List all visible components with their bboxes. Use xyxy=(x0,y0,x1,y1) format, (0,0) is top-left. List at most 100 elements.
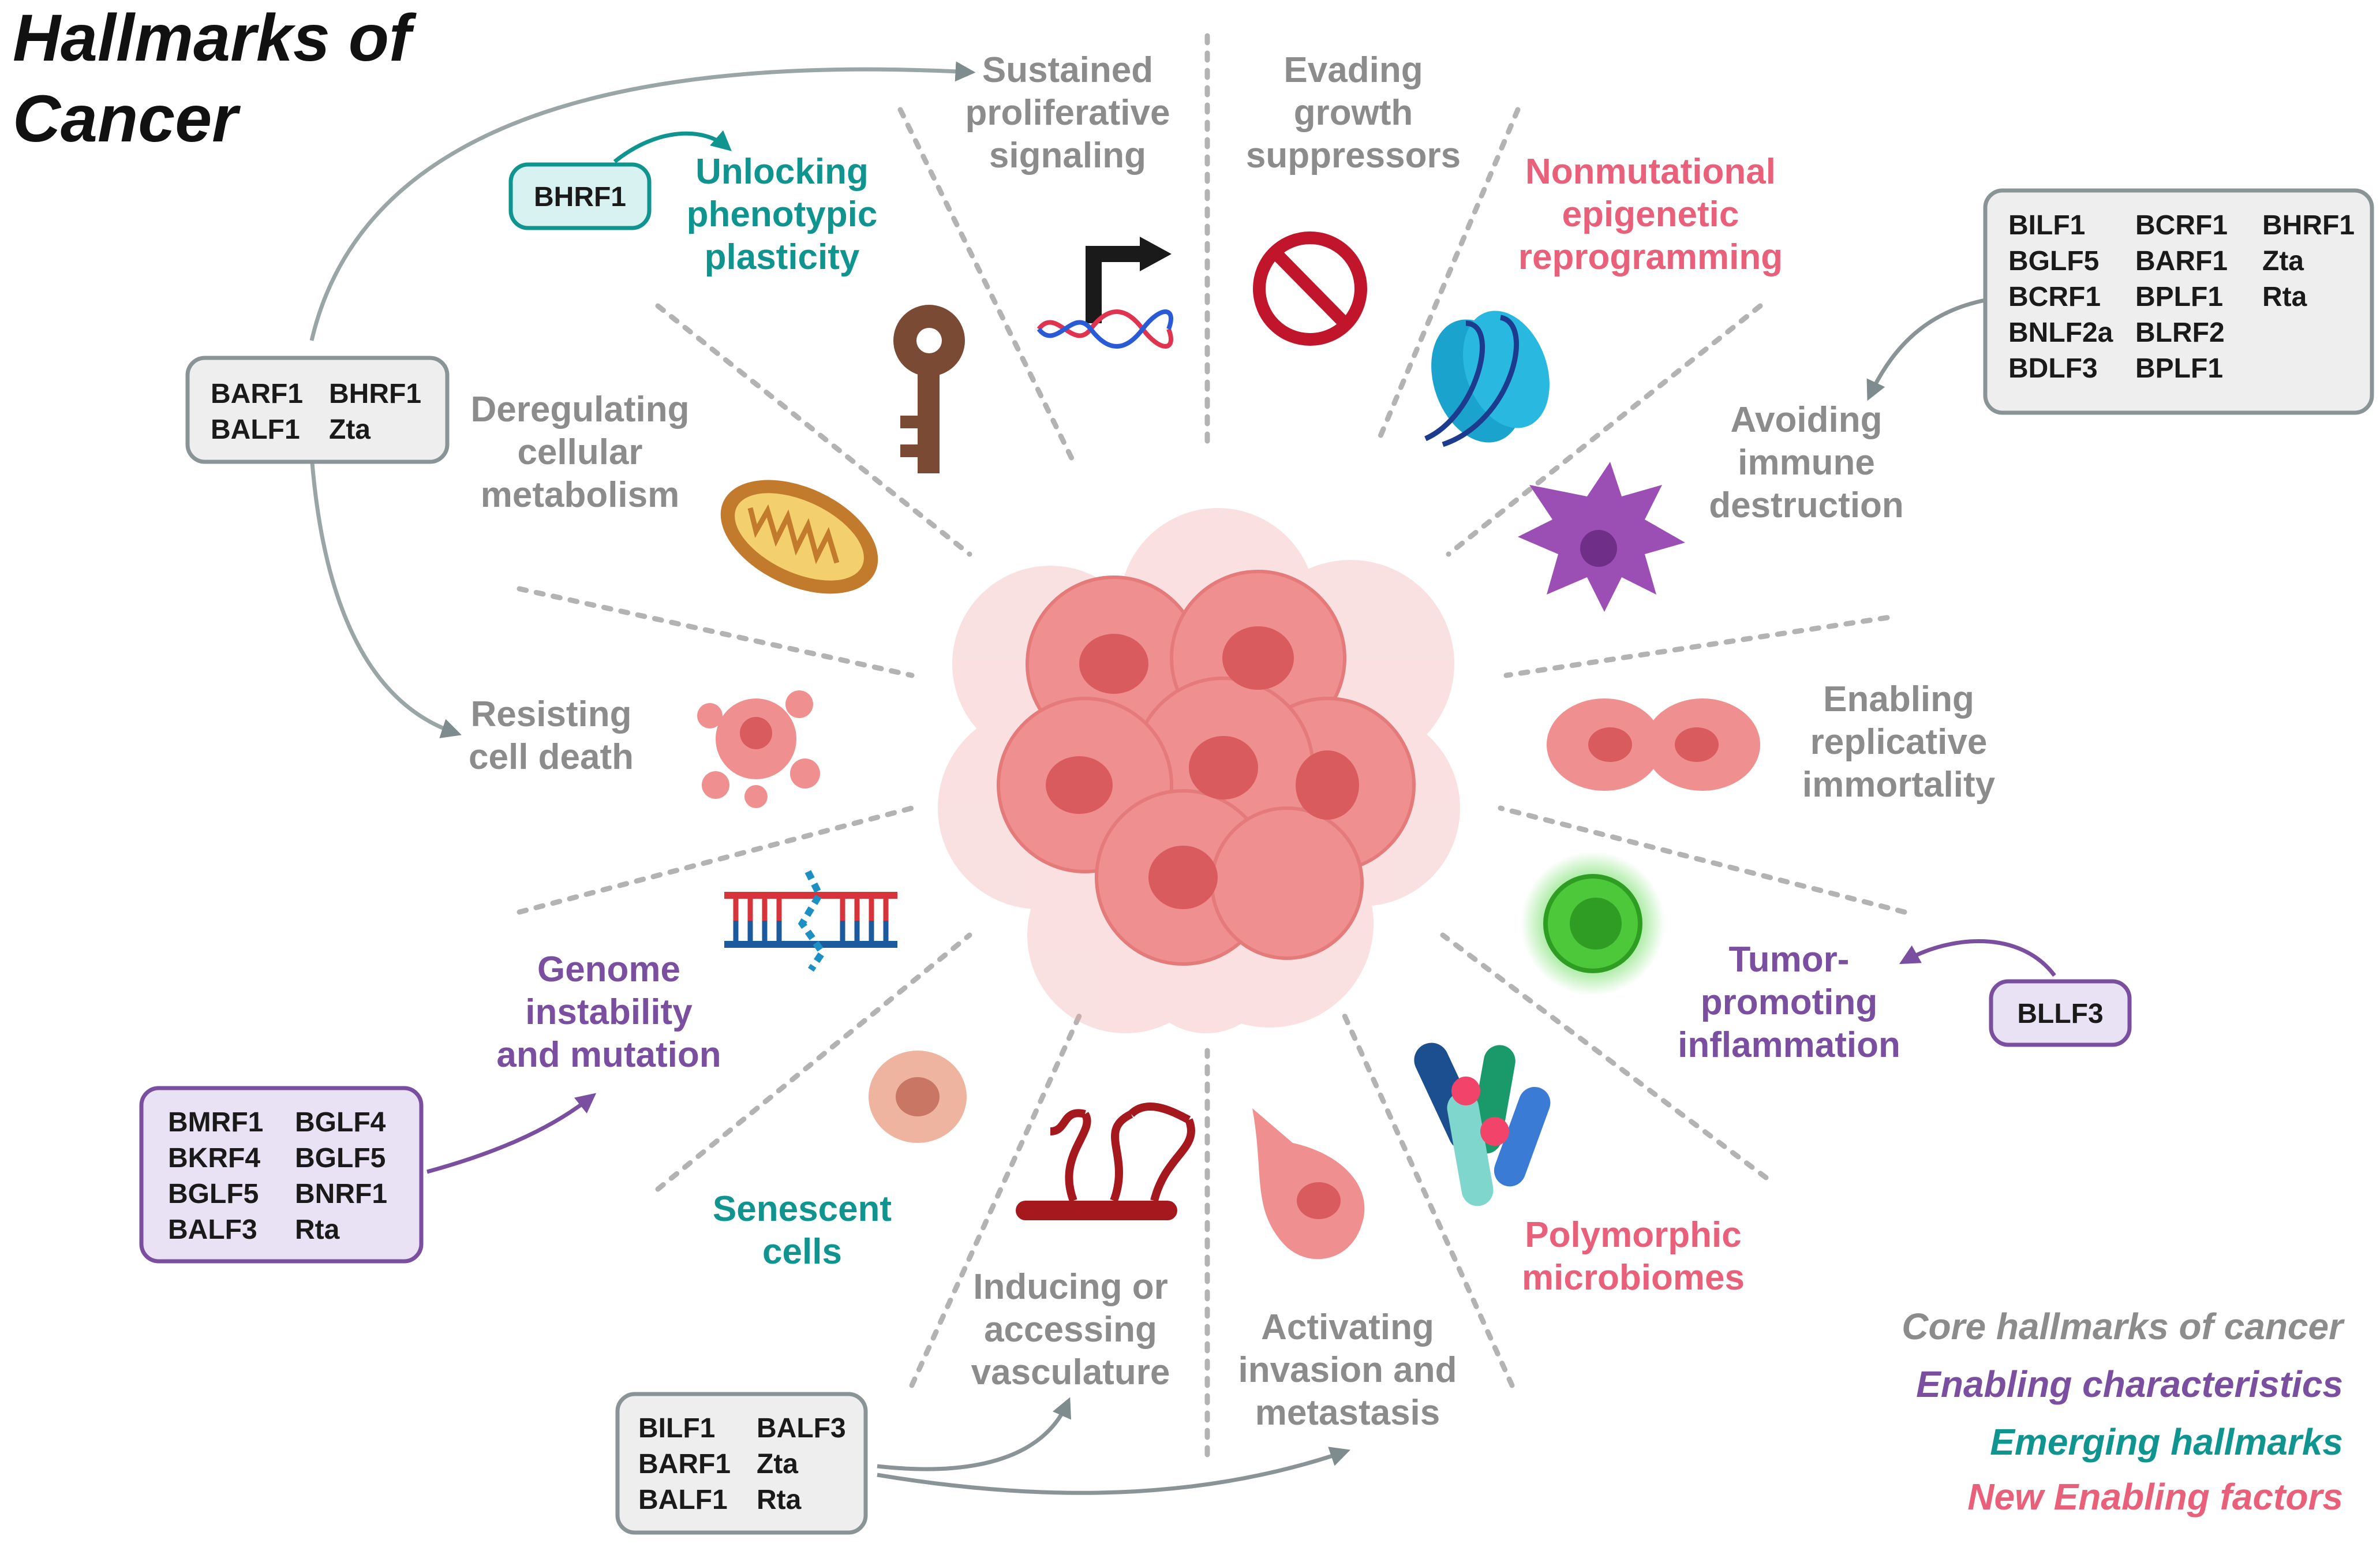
hallmark-label-line: reprogramming xyxy=(1518,237,1783,277)
gene-box-frame xyxy=(615,1392,868,1535)
bhrf1-box: BHRF1 xyxy=(508,162,652,230)
hallmark-label-line: phenotypic xyxy=(687,195,878,234)
senescent-cell-icon xyxy=(869,1051,967,1143)
hallmark-label-line: microbiomes xyxy=(1522,1258,1745,1298)
gene-label: Rta xyxy=(757,1485,802,1515)
hallmark-label-line: accessing xyxy=(984,1310,1157,1350)
hallmark-label-line: suppressors xyxy=(1246,136,1461,175)
legend-emerging: Emerging hallmarks xyxy=(1990,1421,2343,1463)
hallmark-label-line: promoting xyxy=(1701,982,1878,1022)
arrow-to-plasticity xyxy=(613,130,732,163)
page-title: Hallmarks of Cancer xyxy=(13,1,417,156)
spoke-dividers xyxy=(517,33,1907,1458)
dividing-cell-icon xyxy=(1547,698,1760,791)
legend-enabling: Enabling characteristics xyxy=(1916,1363,2343,1405)
arrow-to-cell-death xyxy=(309,455,462,738)
gene-label: Zta xyxy=(757,1449,798,1479)
bacteria-icon xyxy=(1414,1042,1551,1206)
hallmark-label-line: Genome xyxy=(537,950,680,989)
gene-label: BLLF3 xyxy=(2017,999,2103,1029)
gene-label: BHRF1 xyxy=(2262,210,2355,241)
gene-label: BALF3 xyxy=(168,1215,257,1245)
hallmark-label-line: cells xyxy=(762,1232,842,1272)
broken-dna-icon xyxy=(724,870,897,972)
gene-label: BNLF2a xyxy=(2008,317,2113,348)
hallmark-label-line: Inducing or xyxy=(973,1267,1168,1307)
arrow-to-genome xyxy=(426,1093,597,1174)
prohibition-sign-icon xyxy=(1253,231,1367,346)
hallmark-label-line: Unlocking xyxy=(695,152,869,192)
hallmark-label-line: metastasis xyxy=(1255,1393,1440,1433)
gene-label: BHRF1 xyxy=(329,379,421,409)
nucleosome-icon xyxy=(1424,311,1550,447)
legend-new: New Enabling factors xyxy=(1967,1476,2343,1518)
gene-label: BGLF5 xyxy=(168,1179,259,1209)
gene-label: BCRF1 xyxy=(2008,282,2101,312)
title-line-1: Hallmarks of xyxy=(13,1,417,75)
title-line-2: Cancer xyxy=(13,82,241,156)
hallmark-label-line: immortality xyxy=(1802,765,1996,805)
hallmark-label-line: Enabling xyxy=(1823,679,1974,719)
hallmark-label-line: metabolism xyxy=(481,475,680,515)
hallmark-label-line: Activating xyxy=(1261,1307,1434,1347)
gene-label: BARF1 xyxy=(211,379,303,409)
mitochondrion-icon xyxy=(720,480,878,594)
signaling-arrow-dna-icon xyxy=(1036,237,1173,349)
immune-cell-icon xyxy=(1518,462,1685,612)
gene-label: BALF3 xyxy=(757,1413,846,1444)
arrow-to-sustained xyxy=(309,61,976,341)
hallmark-label-line: Deregulating xyxy=(471,390,690,429)
gene-label: BHRF1 xyxy=(534,182,626,212)
hallmark-label-line: Nonmutational xyxy=(1525,152,1776,192)
hallmark-label-line: plasticity xyxy=(705,237,860,277)
hallmark-label-line: Senescent xyxy=(713,1189,892,1229)
gene-label: BPLF1 xyxy=(2135,353,2223,384)
gene-label: BGLF5 xyxy=(2008,246,2099,276)
gene-label: BGLF5 xyxy=(295,1143,386,1174)
hallmark-label-line: invasion and xyxy=(1238,1350,1457,1390)
gene-label: BARF1 xyxy=(2135,246,2228,276)
gene-label: BARF1 xyxy=(638,1449,731,1479)
arrow-to-inflammation xyxy=(1899,939,2056,977)
hallmark-label-line: proliferative xyxy=(966,93,1170,133)
hallmark-label-line: vasculature xyxy=(971,1352,1170,1392)
hallmark-label-line: destruction xyxy=(1709,485,1904,525)
gene-label: BILF1 xyxy=(2008,210,2085,241)
gene-label: Zta xyxy=(329,414,371,445)
legend-core: Core hallmarks of cancer xyxy=(1902,1306,2345,1347)
hallmark-label-line: cellular xyxy=(517,432,642,472)
glowing-cell-icon xyxy=(1521,851,1665,996)
arrow-to-immune xyxy=(1866,298,1986,401)
blood-vessel-icon xyxy=(1016,1103,1195,1220)
gene-label: Zta xyxy=(2262,246,2304,276)
gene-label: BLRF2 xyxy=(2135,317,2225,348)
hallmark-label-line: signaling xyxy=(989,136,1146,175)
hallmark-label-line: growth xyxy=(1294,93,1413,133)
arrows xyxy=(309,61,2056,1495)
gene-label: BNRF1 xyxy=(295,1179,387,1209)
gene-label: BPLF1 xyxy=(2135,282,2223,312)
gene-label: BCRF1 xyxy=(2135,210,2228,241)
hallmark-label-line: Avoiding xyxy=(1731,400,1883,440)
legend: Core hallmarks of cancer Enabling charac… xyxy=(1902,1306,2345,1518)
gene-box-frame xyxy=(185,356,450,464)
hallmark-label-line: Evading xyxy=(1283,50,1423,90)
gene-label: BALF1 xyxy=(211,414,300,445)
gene-label: BALF1 xyxy=(638,1485,728,1515)
